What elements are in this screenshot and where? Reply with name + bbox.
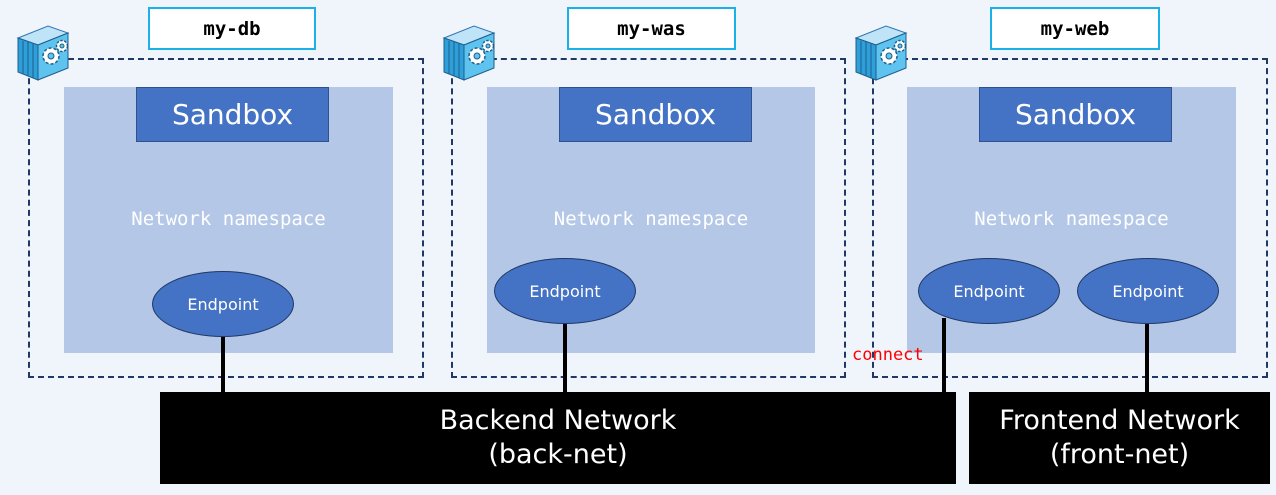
namespace-label-my-db: Network namespace	[131, 208, 326, 230]
namespace-label-my-was: Network namespace	[553, 208, 749, 230]
wire-my-web-backend	[942, 318, 946, 395]
endpoint-my-was: Endpoint	[494, 258, 636, 324]
container-name-my-was: my-was	[567, 7, 736, 50]
container-gear-icon	[17, 25, 69, 81]
wire-my-db	[221, 335, 225, 395]
container-box-my-was	[451, 58, 846, 378]
frontend-network-title: Frontend Network	[999, 405, 1240, 436]
wire-my-web-frontend	[1145, 322, 1149, 395]
container-gear-icon	[855, 25, 907, 81]
frontend-network-subtitle: (front-net)	[1049, 439, 1190, 470]
sandbox-my-web: Sandbox	[979, 87, 1172, 142]
endpoint-my-db: Endpoint	[152, 271, 294, 337]
namespace-label-my-web: Network namespace	[974, 208, 1169, 230]
container-name-my-web: my-web	[990, 7, 1160, 50]
endpoint-my-web-back: Endpoint	[918, 258, 1060, 324]
container-box-my-db	[28, 58, 424, 378]
sandbox-my-was: Sandbox	[559, 87, 752, 142]
container-name-my-db: my-db	[148, 7, 316, 50]
connect-label: connect	[852, 345, 924, 365]
backend-network-title: Backend Network	[439, 405, 677, 436]
endpoint-my-web-front: Endpoint	[1077, 258, 1219, 324]
container-box-my-web	[872, 58, 1268, 378]
frontend-network: Frontend Network (front-net)	[969, 392, 1270, 484]
container-gear-icon	[443, 25, 495, 81]
wire-my-was	[563, 322, 567, 395]
sandbox-my-db: Sandbox	[136, 87, 329, 142]
backend-network: Backend Network (back-net)	[160, 392, 956, 484]
backend-network-subtitle: (back-net)	[488, 439, 628, 470]
